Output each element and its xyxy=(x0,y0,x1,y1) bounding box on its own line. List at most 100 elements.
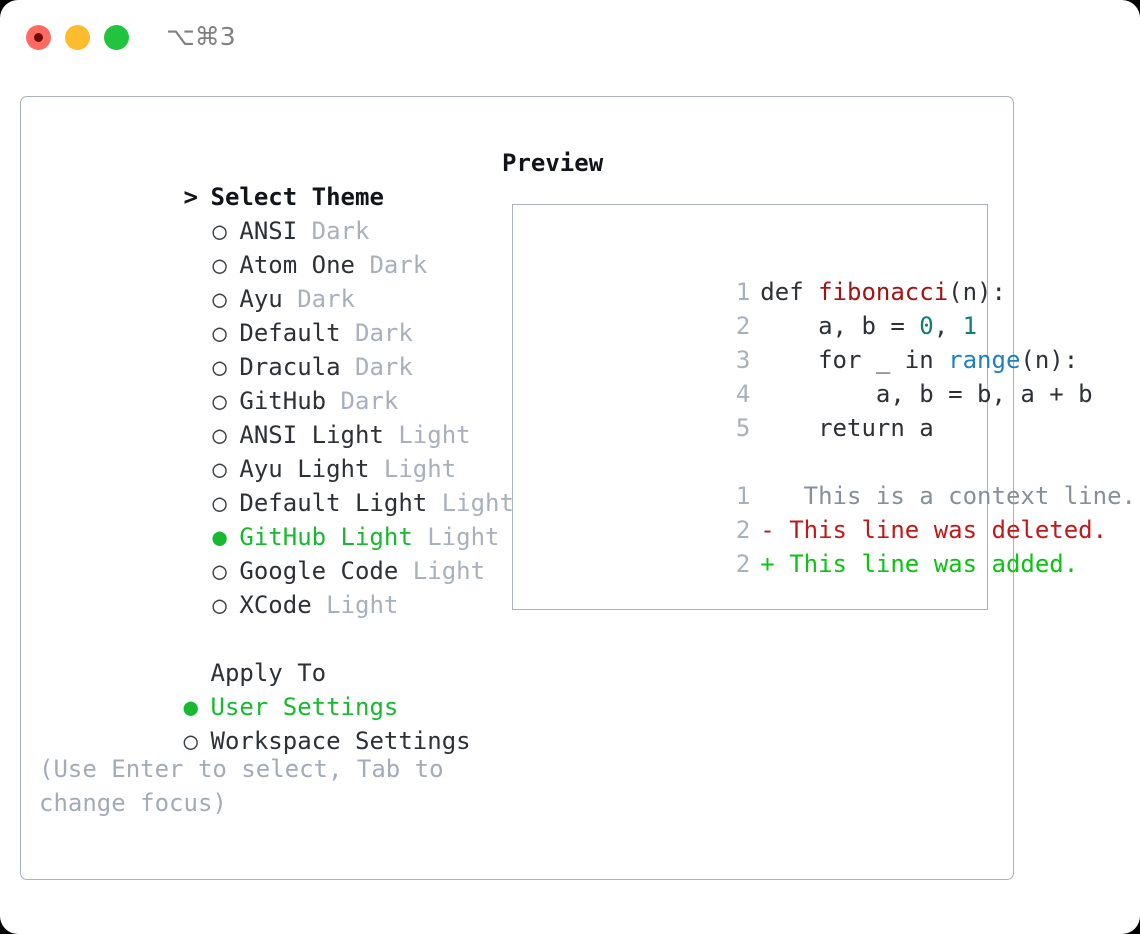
theme-item-default-light[interactable]: Default Light Light xyxy=(39,452,514,517)
theme-variant: Dark xyxy=(369,251,428,279)
radio-icon[interactable] xyxy=(212,554,239,588)
theme-label: XCode xyxy=(239,591,312,619)
theme-item-ansi-light[interactable]: ANSI Light Light xyxy=(39,384,499,449)
theme-item-github-dark[interactable]: GitHub Dark xyxy=(39,350,499,415)
theme-label: Atom One xyxy=(239,251,355,279)
title-bar: ⌥⌘3 xyxy=(0,0,1140,78)
radio-icon[interactable] xyxy=(212,486,239,520)
caret-icon xyxy=(184,180,211,214)
minimize-button[interactable] xyxy=(65,25,90,50)
theme-list: ANSI Dark Atom One Dark Ayu Dark Default… xyxy=(39,180,514,619)
diff-sign: - xyxy=(760,516,775,544)
code-token: a, b = xyxy=(760,312,920,340)
theme-item-google-code-light[interactable]: Google Code Light xyxy=(39,520,499,585)
radio-icon[interactable] xyxy=(212,248,239,282)
theme-variant: Light xyxy=(326,591,399,619)
diff-line-deleted: 2- This line was deleted. xyxy=(524,479,1107,544)
radio-icon[interactable] xyxy=(212,384,239,418)
diff-text: This line was added. xyxy=(774,550,1079,578)
theme-item-ansi-dark[interactable]: ANSI Dark xyxy=(39,180,499,245)
theme-label: Default Light xyxy=(239,489,428,517)
radio-icon-selected[interactable] xyxy=(184,690,211,724)
code-line: 2 a, b = 0, 1 xyxy=(524,275,981,340)
code-token: return a xyxy=(760,414,934,442)
radio-icon[interactable] xyxy=(212,282,239,316)
theme-item-ayu-light[interactable]: Ayu Light Light xyxy=(39,418,499,483)
theme-item-atom-one-dark[interactable]: Atom One Dark xyxy=(39,214,499,279)
radio-icon[interactable] xyxy=(212,214,239,248)
theme-label: ANSI xyxy=(239,217,298,245)
theme-variant: Light xyxy=(398,421,471,449)
theme-label: Google Code xyxy=(239,557,399,585)
diff-text: This is a context line. xyxy=(774,482,1136,510)
code-line: 3 for _ in range(n): xyxy=(524,309,1078,374)
theme-label: ANSI Light xyxy=(239,421,384,449)
main-panel: Select Theme ANSI Dark Atom One Dark Ayu… xyxy=(20,96,1136,880)
radio-icon[interactable] xyxy=(212,418,239,452)
code-line: 4 a, b = b, a + b xyxy=(524,343,1093,408)
close-button[interactable] xyxy=(26,25,51,50)
diff-line-context: 1 This is a context line. xyxy=(524,445,1136,510)
theme-variant: Light xyxy=(441,489,514,517)
code-token-function: fibonacci xyxy=(818,278,949,306)
theme-label: Default xyxy=(239,319,341,347)
code-token: a, b = b, a + b xyxy=(760,380,1093,408)
theme-item-dracula-dark[interactable]: Dracula Dark xyxy=(39,316,499,381)
code-token: (n): xyxy=(1020,346,1079,374)
radio-icon[interactable] xyxy=(212,316,239,350)
line-number: 4 xyxy=(735,380,751,408)
code-token: (n): xyxy=(948,278,1006,306)
apply-to-item-label: User Settings xyxy=(210,693,399,721)
apply-to-label: Apply To xyxy=(210,659,327,687)
theme-selection-column: Select Theme ANSI Dark Atom One Dark Ayu… xyxy=(39,146,514,820)
theme-item-xcode-light[interactable]: XCode Light xyxy=(39,554,499,619)
radio-icon[interactable] xyxy=(212,350,239,384)
theme-item-github-light[interactable]: GitHub Light Light xyxy=(39,486,499,551)
line-number: 2 xyxy=(735,516,751,544)
theme-item-default-dark[interactable]: Default Dark xyxy=(39,282,499,347)
line-number: 5 xyxy=(735,414,751,442)
line-number: 2 xyxy=(735,312,751,340)
line-number: 2 xyxy=(735,550,751,578)
theme-label: Ayu Light xyxy=(239,455,370,483)
select-theme-label: Select Theme xyxy=(210,183,384,211)
theme-variant: Dark xyxy=(340,387,399,415)
theme-item-ayu-dark[interactable]: Ayu Dark xyxy=(39,248,499,313)
apply-to-item-label: Workspace Settings xyxy=(210,727,471,755)
line-number: 3 xyxy=(735,346,751,374)
radio-icon-selected[interactable] xyxy=(212,520,239,554)
theme-label: GitHub Light xyxy=(239,523,413,551)
apply-to-item-workspace-settings[interactable]: Workspace Settings xyxy=(39,690,499,755)
apply-to-header: oApply To xyxy=(39,622,499,687)
theme-label: GitHub xyxy=(239,387,327,415)
theme-variant: Light xyxy=(383,455,457,483)
traffic-lights xyxy=(26,25,129,50)
theme-label: Dracula xyxy=(239,353,341,381)
apply-to-item-user-settings[interactable]: User Settings xyxy=(39,656,499,721)
code-token-builtin: range xyxy=(948,346,1021,374)
preview-title: Preview xyxy=(502,149,604,177)
code-token: def xyxy=(760,278,819,306)
diff-sign: + xyxy=(760,550,775,578)
maximize-button[interactable] xyxy=(104,25,129,50)
radio-icon[interactable] xyxy=(212,452,239,486)
diff-sign xyxy=(760,482,774,510)
code-token-number: 0 xyxy=(919,312,934,340)
theme-variant: Dark xyxy=(311,217,370,245)
code-token: for _ in xyxy=(760,346,949,374)
theme-label: Ayu xyxy=(239,285,283,313)
theme-variant: Dark xyxy=(355,353,413,381)
radio-icon[interactable] xyxy=(212,588,239,622)
theme-variant: Light xyxy=(427,523,500,551)
theme-variant: Dark xyxy=(297,285,355,313)
code-token-number: 1 xyxy=(962,312,978,340)
diff-text: This line was deleted. xyxy=(774,516,1108,544)
keyboard-hint: (Use Enter to select, Tab to change focu… xyxy=(39,755,444,817)
code-token: , xyxy=(933,312,963,340)
diff-line-added: 2 + This line was added. xyxy=(524,513,1078,578)
